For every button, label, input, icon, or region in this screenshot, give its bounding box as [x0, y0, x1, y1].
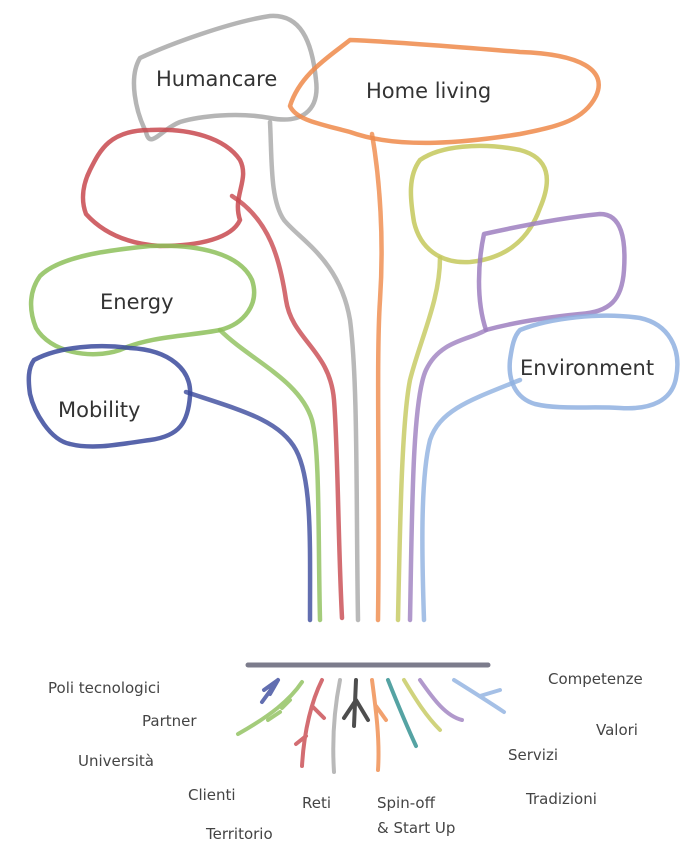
teal-root	[386, 678, 418, 748]
environment-stem	[420, 377, 523, 623]
poli-tecnologici-label: Poli tecnologici	[48, 679, 160, 697]
clienti-label: Clienti	[188, 786, 236, 804]
mobility-label: Mobility	[58, 398, 140, 422]
energy-sector-root	[294, 678, 326, 768]
humancare-label: Humancare	[156, 67, 277, 91]
black-root	[342, 678, 370, 728]
mobility-cloud	[26, 343, 193, 449]
home-living-stem	[369, 131, 384, 623]
home-living-root	[370, 678, 388, 772]
environment-root	[452, 678, 506, 714]
territorio-label: Territorio	[205, 825, 273, 843]
purple-sector-root	[418, 678, 464, 722]
partner-label: Partner	[142, 712, 197, 730]
environment-label: Environment	[520, 356, 654, 380]
humancare-root	[331, 678, 342, 774]
yellow-sector-root	[402, 678, 442, 732]
mobility-root	[260, 678, 280, 704]
yellow-sector-cloud	[408, 143, 550, 265]
tradizioni-label: Tradizioni	[525, 790, 597, 808]
servizi-label: Servizi	[508, 746, 558, 764]
environment-cloud	[507, 313, 680, 411]
humancare-stem	[267, 119, 361, 623]
yellow-sector-stem	[395, 255, 443, 623]
spin-off-label-line1: Spin-off	[377, 794, 436, 812]
energy-stem	[217, 327, 323, 623]
energy-sector-stem	[229, 193, 345, 621]
reti-label: Reti	[302, 794, 331, 812]
valori-label: Valori	[596, 721, 638, 739]
energy-sector-cloud	[80, 127, 246, 249]
home-living-cloud	[287, 37, 601, 146]
mobility-stem	[183, 389, 313, 623]
spin-off-label-line2: & Start Up	[377, 819, 455, 837]
purple-sector-cloud	[476, 211, 627, 333]
energy-label: Energy	[100, 290, 174, 314]
energy-root	[236, 680, 304, 736]
home-living-label: Home living	[366, 79, 491, 103]
competenze-label: Competenze	[548, 670, 643, 688]
purple-sector-stem	[407, 327, 489, 623]
universita-label: Università	[78, 752, 154, 770]
